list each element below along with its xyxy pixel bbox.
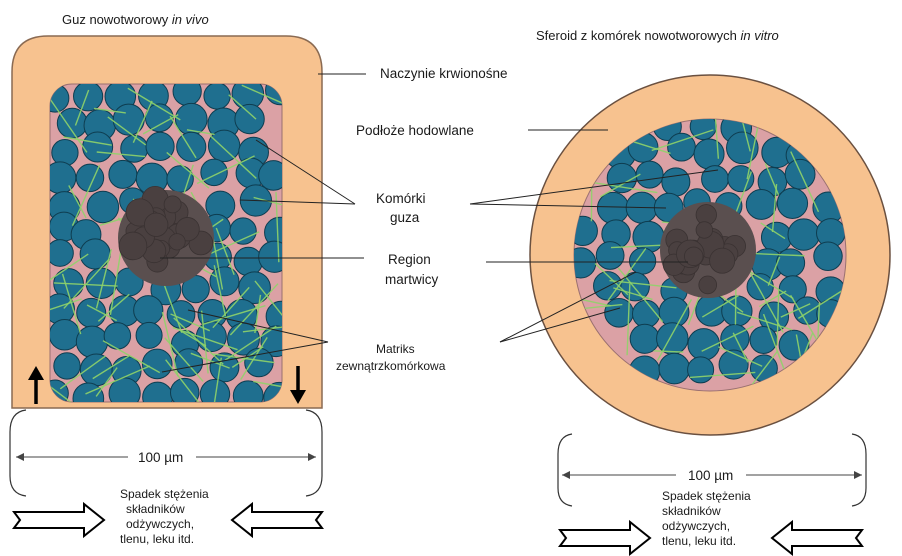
tumor-cell [52,139,78,165]
label-tumor-cells-1: Komórki [376,191,426,206]
label-tumor-cells-2: guza [390,210,420,225]
dead-cell [169,234,185,250]
tumor-cell [633,221,664,252]
tumor-cell [74,82,103,111]
tumor-cell [239,272,271,304]
left-scale-bar: 100 µm [10,410,322,496]
tumor-cell [175,349,203,377]
dead-cell [710,248,735,273]
left-gradient-line-3: odżywczych, [126,517,194,531]
tumor-cell [728,166,754,192]
necrotic-core-spheroid [660,202,756,298]
tumor-cell [134,296,163,325]
dead-cell [684,247,703,266]
left-scale-label: 100 µm [138,450,183,465]
in-vivo-tumor [12,36,322,416]
label-culture-medium: Podłoże hodowlane [356,123,474,138]
in-vitro-spheroid [530,75,890,435]
tumor-cell [596,242,624,270]
right-gradient: Spadek stężenia składników odżywczych, t… [560,489,862,554]
tumor-cell [146,132,174,160]
right-gradient-line-4: tlenu, leku itd. [662,534,736,548]
tumor-cell [201,159,227,185]
tumor-cell [814,242,842,270]
tumor-cell [230,218,256,244]
dead-cell [699,276,717,294]
label-necrosis-1: Region [388,252,431,267]
right-gradient-line-1: Spadek stężenia [662,489,751,503]
tumor-cell [104,323,130,349]
tumor-cell [702,166,729,193]
tumor-cell [76,326,107,357]
tumor-cell [721,325,749,353]
tumor-cell [177,132,206,161]
tumor-cell [136,322,162,348]
right-gradient-line-2: składników [662,504,721,518]
right-gradient-line-3: odżywczych, [662,519,730,533]
left-gradient-line-4: tlenu, leku itd. [120,532,194,546]
tumor-cell [142,349,172,379]
tumor-cell [597,192,628,223]
tumor-cell [80,239,110,269]
tumor-cell [204,83,230,109]
label-ecm-1: Matriks [376,342,415,356]
tumor-cell [776,249,804,277]
gradient-arrow-left-left [232,504,322,536]
tumor-cell [659,353,690,384]
left-gradient: Spadek stężenia składników odżywczych, t… [14,487,322,546]
tumor-cell [49,319,80,350]
tumor-cell [630,324,659,353]
tumor-cell [662,168,690,196]
tumor-cell [87,191,118,222]
gradient-arrow-right-left [14,504,104,536]
tumor-cell [746,189,776,219]
left-title: Guz nowotworowy in vivo [62,12,209,27]
gradient-arrow-left-right [772,522,862,554]
tumor-cell [777,188,807,218]
gradient-arrow-right-right [560,522,650,554]
tumor-cell [57,108,87,138]
label-ecm-2: zewnątrzkomórkowa [336,359,446,373]
tumor-cell [210,267,239,296]
tumor-cell [235,104,264,133]
label-blood-vessel: Naczynie krwionośne [380,66,508,81]
tumor-cell [109,160,137,188]
dead-cell [119,232,147,260]
dead-cell [144,213,168,237]
right-scale-label: 100 µm [688,468,733,483]
right-title: Sferoid z komórek nowotworowych in vitro [536,28,779,43]
tumor-cell [208,130,239,161]
tumor-cell [113,104,144,135]
left-gradient-line-2: składników [126,502,185,516]
tumor-cell [47,240,74,267]
tumor-cell [785,159,815,189]
dead-cell [164,196,181,213]
tumor-cell [694,139,724,169]
left-gradient-line-1: Spadek stężenia [120,487,209,501]
tumor-cell [234,247,262,275]
tumor-cell [54,353,80,379]
label-necrosis-2: martwicy [385,272,438,287]
tumor-cell [788,219,819,250]
tumor-cell [657,323,689,355]
dead-cell [696,222,713,239]
tumor-cell [83,132,113,162]
tumor-cell [688,357,714,383]
tumor-cell [86,268,116,298]
